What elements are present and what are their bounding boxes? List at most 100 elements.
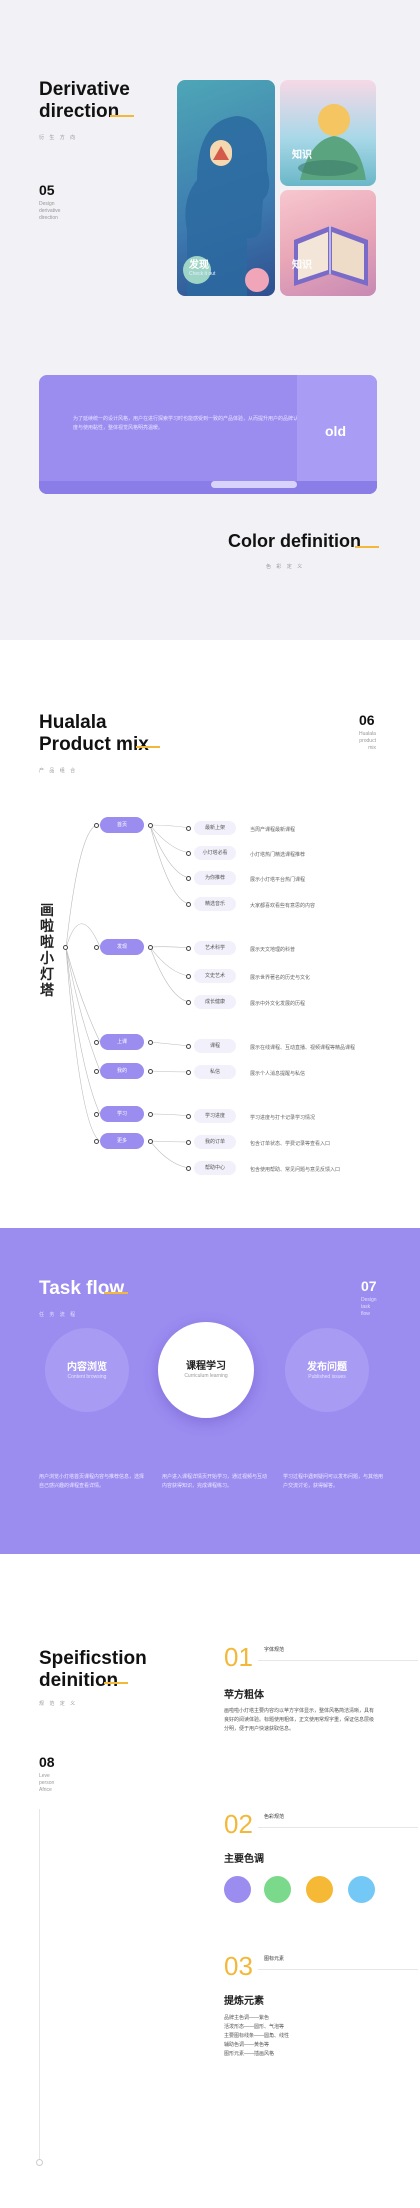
item-number: 03 <box>224 1951 253 1981</box>
task-title: Task flow <box>39 1278 125 1299</box>
group-pill-discover[interactable]: 发现 <box>100 939 144 955</box>
group-pill-class[interactable]: 上课 <box>100 1034 144 1050</box>
spec-section: Speificstion deinition 规 范 定 义 08 Leve p… <box>0 1554 420 2208</box>
title-underline <box>110 115 134 117</box>
banner-side <box>297 375 377 494</box>
banner-label: old <box>325 423 346 439</box>
node-dot <box>186 851 191 856</box>
banner-slider[interactable] <box>211 481 297 488</box>
step-circle-browse[interactable]: 内容浏览 Content browsing <box>45 1328 129 1412</box>
sub-node[interactable]: 为你推荐 <box>194 871 236 885</box>
sub-node[interactable]: 文史艺术 <box>194 969 236 983</box>
task-subtitle: 任 务 流 程 <box>39 1312 78 1318</box>
sub-node[interactable]: 成长健康 <box>194 995 236 1009</box>
section-number: 07 <box>361 1278 377 1294</box>
node-dot <box>186 1166 191 1171</box>
sub-node[interactable]: 帮助中心 <box>194 1161 236 1175</box>
node-desc: 展示在线课程、互动直播、视频课程等精品课程 <box>250 1045 356 1051</box>
section-number: 08 <box>39 1754 55 1770</box>
node-desc: 包含使用帮助、常见问题与意见反馈入口 <box>250 1167 341 1173</box>
sub-node[interactable]: 艺术科学 <box>194 941 236 955</box>
item-lines: 品牌主色调——紫色 活泼形态——圆形、气泡等 主要图标线条——圆角、线性 辅助色… <box>224 2015 290 2057</box>
mindmap-lines <box>65 824 191 1169</box>
node-desc: 大家都喜欢看些有意思的内容 <box>250 903 316 909</box>
illustration-card-knowledge-2[interactable]: 知识 <box>280 190 376 296</box>
node-desc: 当周产课程最新课程 <box>250 827 296 833</box>
step-sublabel: Content browsing <box>67 1374 107 1380</box>
section-desc: Hualala product mix <box>359 731 376 751</box>
derivative-section: Derivative direction 衍 生 方 向 05 Design d… <box>0 0 420 640</box>
spec-subtitle: 规 范 定 义 <box>39 1701 78 1707</box>
illustration-card-discover[interactable]: 发现 Check it out <box>177 80 275 296</box>
step-label: 课程学习 <box>186 1361 226 1372</box>
node-dot <box>148 1112 153 1117</box>
node-dot <box>148 945 153 950</box>
step-desc: 学习过程中遇到疑问可以发布问题，与其他用户交流讨论，获得解答。 <box>283 1474 384 1489</box>
color-title: Color definition <box>228 531 361 551</box>
old-banner: 为了延续统一的设计风格，用户在进行探索学习时也能感受到一致的产品体验，从而提升用… <box>39 375 377 494</box>
sub-node[interactable]: 我的订单 <box>194 1135 236 1149</box>
item-tag: 字体规范 <box>264 1647 285 1653</box>
illustration-card-knowledge-1[interactable]: 知识 <box>280 80 376 186</box>
node-dot <box>94 1112 99 1117</box>
step-circle-publish[interactable]: 发布问题 Published issues <box>285 1328 369 1412</box>
node-dot <box>148 1069 153 1074</box>
card-sublabel: Check it out <box>189 271 216 277</box>
sub-node[interactable]: 课程 <box>194 1039 236 1053</box>
step-desc: 用户浏览小灯塔首页课程内容与推荐信息，选择自己感兴趣的课程查看详情。 <box>39 1474 145 1489</box>
group-pill-mine[interactable]: 我的 <box>100 1063 144 1079</box>
node-dot <box>94 1040 99 1045</box>
node-dot <box>186 974 191 979</box>
divider <box>258 1827 418 1828</box>
step-sublabel: Published issues <box>308 1374 346 1380</box>
node-dot <box>94 945 99 950</box>
item-number: 02 <box>224 1809 253 1839</box>
item-heading: 提炼元素 <box>224 1996 264 2007</box>
node-dot <box>148 1139 153 1144</box>
node-dot <box>186 826 191 831</box>
group-pill-home[interactable]: 首页 <box>100 817 144 833</box>
step-label: 发布问题 <box>307 1362 347 1373</box>
plant-illustration <box>298 104 366 180</box>
group-pill-study[interactable]: 学习 <box>100 1106 144 1122</box>
card-label: 知识 <box>292 150 312 161</box>
node-dot <box>186 1140 191 1145</box>
color-swatch-purple <box>224 1876 251 1903</box>
timeline-end-dot <box>36 2159 43 2166</box>
item-number: 01 <box>224 1642 253 1672</box>
step-circle-learning[interactable]: 课程学习 Curriculum learning <box>158 1322 254 1418</box>
node-desc: 展示世界著名的历史与文化 <box>250 975 311 981</box>
sub-node[interactable]: 私信 <box>194 1065 236 1079</box>
section-desc: Design derivative direction <box>39 201 61 221</box>
section-number: 06 <box>359 712 375 728</box>
step-sublabel: Curriculum learning <box>184 1373 228 1379</box>
sub-node[interactable]: 学习进度 <box>194 1109 236 1123</box>
sub-node[interactable]: 精选音乐 <box>194 897 236 911</box>
title-underline <box>355 546 379 548</box>
node-desc: 小灯塔热门精选课程推荐 <box>250 852 306 858</box>
sub-node[interactable]: 最新上架 <box>194 821 236 835</box>
step-desc: 用户进入课程详情页开始学习，通过视频与互动内容获得知识，完成课程练习。 <box>162 1474 268 1489</box>
product-subtitle: 产 品 组 合 <box>39 768 78 774</box>
banner-footer <box>39 481 377 494</box>
card-label: 知识 <box>292 260 312 271</box>
item-tag: 色彩规范 <box>264 1814 285 1820</box>
section-desc: Design task flow <box>361 1297 377 1317</box>
sub-node[interactable]: 小灯塔必看 <box>194 846 236 860</box>
node-dot <box>186 946 191 951</box>
node-desc: 展示小灯塔平台热门课程 <box>250 877 306 883</box>
head-illustration <box>183 116 270 296</box>
book-illustration <box>294 226 368 286</box>
node-dot <box>148 823 153 828</box>
node-desc: 展示天文地理的科普 <box>250 947 296 953</box>
product-title: Hualala Product mix <box>39 712 149 755</box>
root-node-dot <box>63 945 68 950</box>
item-tag: 图标元素 <box>264 1956 285 1962</box>
node-desc: 包含订单状态、学费记录等查看入口 <box>250 1141 331 1147</box>
color-subtitle: 色 彩 定 义 <box>266 564 305 570</box>
group-pill-more[interactable]: 更多 <box>100 1133 144 1149</box>
section-desc: Leve person Africe <box>39 1773 55 1793</box>
node-dot <box>186 1000 191 1005</box>
banner-text: 为了延续统一的设计风格，用户在进行探索学习时也能感受到一致的产品体验，从而提升用… <box>73 416 304 431</box>
timeline-line <box>39 1809 40 2159</box>
